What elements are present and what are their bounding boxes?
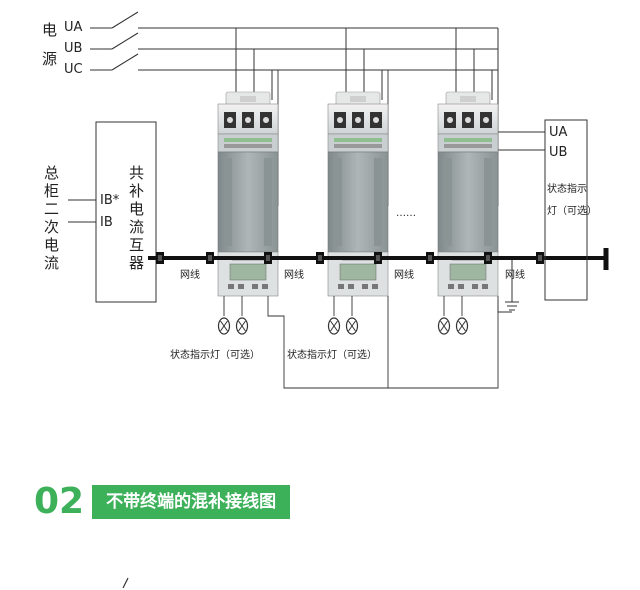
left-panel-vtext-1: 总 [44, 164, 59, 182]
lamp-icon [327, 317, 341, 335]
source-label-char-1: 电 [42, 21, 57, 39]
phase-ua-label: UA [64, 20, 83, 35]
bus-phase-lines [90, 11, 498, 71]
status-lamp-label-2: 状态指示灯（可选） [287, 348, 377, 361]
phase-uc-label: UC [64, 62, 83, 77]
left-panel: 总 柜 二 次 电 流 IB* IB 共 补 电 流 互 器 [44, 121, 157, 303]
bottom-wiring [267, 296, 512, 389]
left-panel-vtext-5: 电 [44, 236, 59, 254]
device-drop-lines [235, 28, 545, 151]
lamp-icon [455, 317, 469, 335]
network-label-1: 网线 [180, 268, 200, 281]
ib-star-label: IB* [100, 193, 120, 208]
section-number: 02 [34, 481, 85, 522]
right-ub-label: UB [549, 145, 567, 160]
ct-text-1: 共 [129, 164, 144, 182]
ct-text-6: 器 [129, 254, 144, 272]
more-devices-dots: …… [396, 208, 416, 219]
right-ua-label: UA [549, 125, 568, 140]
ib-label: IB [100, 215, 113, 230]
source-label-char-2: 源 [42, 50, 57, 68]
network-label-2: 网线 [284, 268, 304, 281]
left-panel-vtext-4: 次 [44, 218, 59, 236]
section-title: 不带终端的混补接线图 [92, 485, 291, 519]
ct-box [95, 121, 157, 303]
ct-text-5: 互 [129, 236, 144, 254]
right-panel: UA UB 状态指示 灯（可选） [544, 119, 597, 301]
lamp-icon [437, 317, 451, 335]
left-panel-vtext-3: 二 [44, 200, 59, 218]
ct-text-3: 电 [129, 200, 144, 218]
wiring-diagram: 电 源 UA UB UC 总 [42, 11, 609, 389]
ground-icon [505, 260, 519, 311]
right-status-line1: 状态指示 [547, 182, 587, 195]
footer-mark [122, 577, 129, 589]
status-lamp-label-1: 状态指示灯（可选） [170, 348, 260, 361]
network-label-4: 网线 [505, 268, 525, 281]
section-header: 02 不带终端的混补接线图 [34, 481, 291, 522]
lamp-icon [345, 317, 359, 335]
lamp-icon [235, 317, 249, 335]
capacitor-device-1 [217, 91, 279, 297]
ct-text-2: 补 [129, 182, 144, 200]
lamp-icon [217, 317, 231, 335]
capacitor-device-2 [327, 91, 389, 297]
ct-text-4: 流 [129, 218, 144, 236]
phase-ub-label: UB [64, 41, 82, 56]
network-label-3: 网线 [394, 268, 414, 281]
network-cable [148, 248, 609, 270]
right-status-line2: 灯（可选） [547, 204, 597, 217]
capacitor-device-3 [437, 91, 499, 297]
status-lamps [217, 296, 469, 335]
left-panel-vtext-2: 柜 [44, 182, 59, 200]
left-panel-vtext-6: 流 [44, 254, 59, 272]
